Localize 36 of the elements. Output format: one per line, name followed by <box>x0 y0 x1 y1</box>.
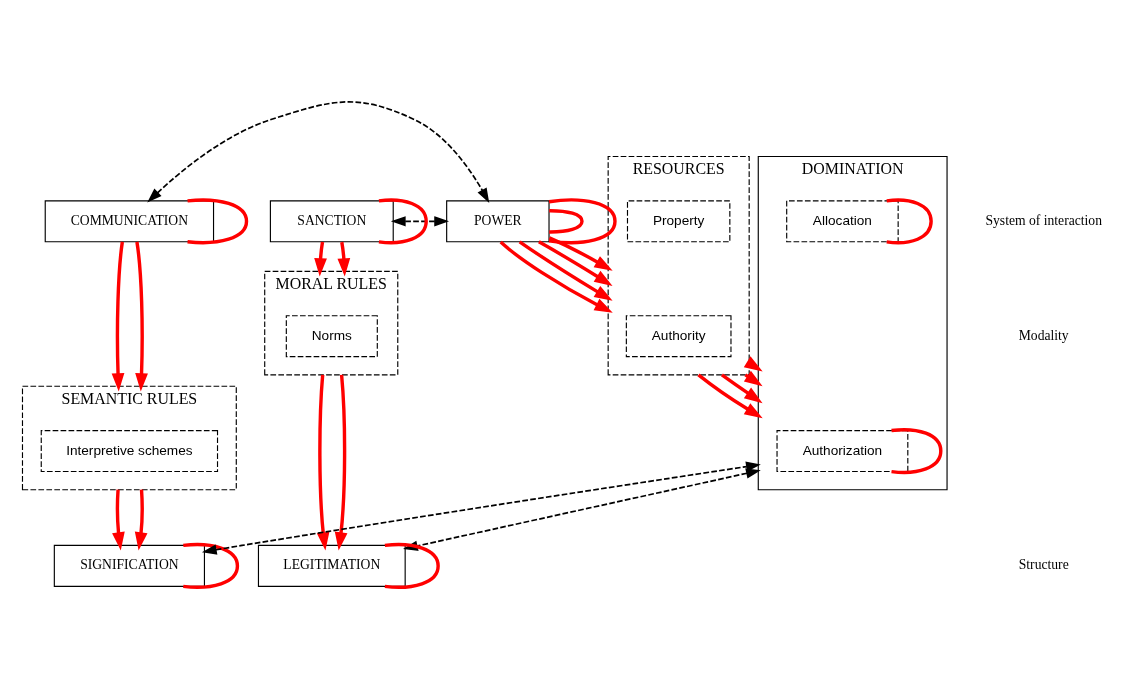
connector <box>548 198 617 245</box>
arrow <box>314 241 327 277</box>
node-box: SANCTION <box>269 200 394 243</box>
label: Structure <box>1018 557 1069 573</box>
arrow <box>111 241 125 392</box>
arrow <box>147 101 490 203</box>
connector <box>549 208 584 234</box>
connector <box>187 198 249 245</box>
label: Modality <box>1018 327 1069 343</box>
node-box: LEGITIMATION <box>257 544 406 587</box>
connector <box>886 198 933 245</box>
node-box: POWER <box>446 200 550 243</box>
arrow <box>134 489 148 551</box>
arrow <box>518 240 613 301</box>
label: System of interaction <box>985 212 1102 228</box>
node-box: Authority <box>625 315 732 358</box>
connector <box>378 198 428 245</box>
node-box: COMMUNICATION <box>44 200 215 243</box>
node-box: Interpretive schemes <box>40 430 219 473</box>
arrow <box>538 240 613 286</box>
arrow <box>112 489 125 551</box>
node-box: Property <box>626 200 731 243</box>
arrow <box>390 216 450 227</box>
arrow <box>135 241 148 392</box>
arrow <box>337 241 351 277</box>
arrow <box>201 461 761 555</box>
arrow <box>548 236 613 271</box>
node-box: Allocation <box>786 200 899 243</box>
arrow <box>499 240 613 313</box>
connector <box>891 428 943 475</box>
connector <box>183 542 240 589</box>
arrow <box>316 374 330 551</box>
node-box: Norms <box>285 315 378 358</box>
node-box: SIGNIFICATION <box>53 544 205 587</box>
arrow <box>334 374 348 551</box>
node-box: Authorization <box>776 430 909 473</box>
